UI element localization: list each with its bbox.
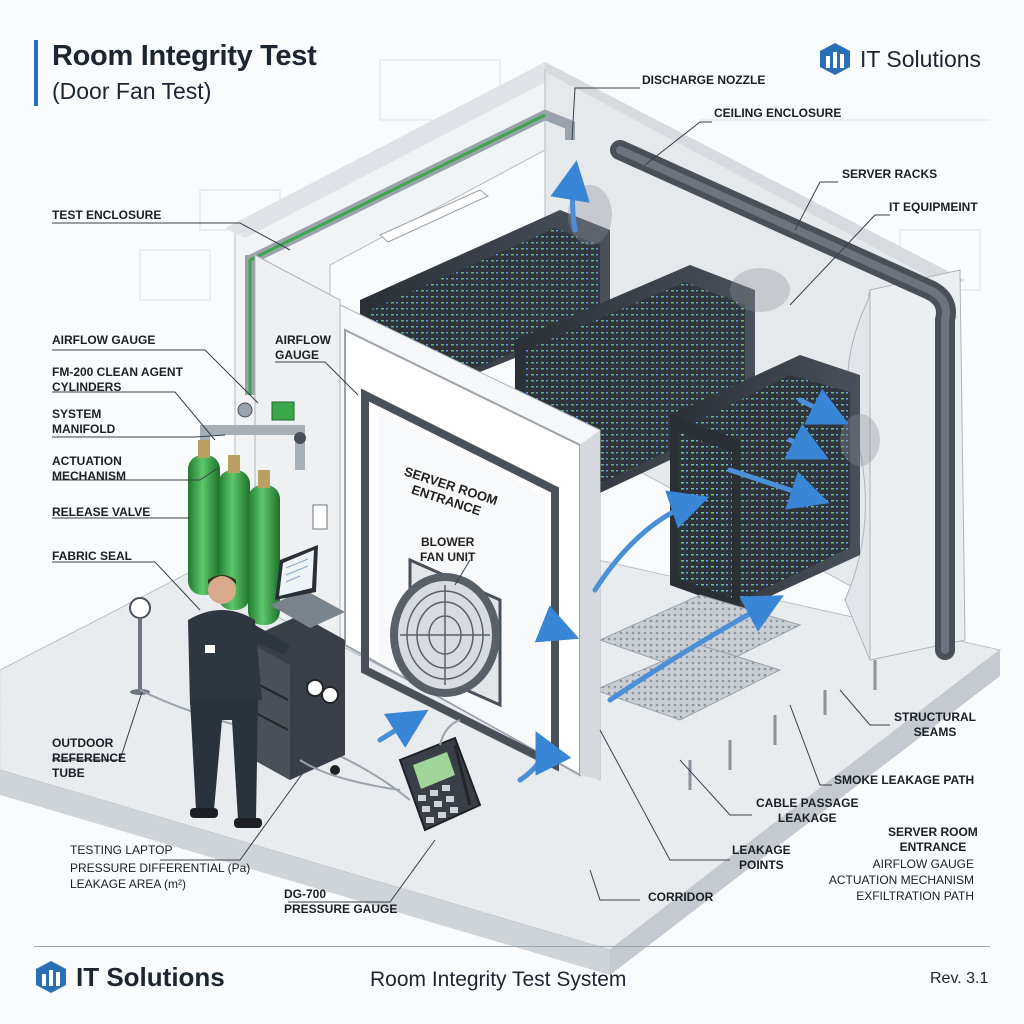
page-title: Room Integrity Test (52, 40, 317, 72)
label-it-equipment: IT EQUIPMEINT (889, 200, 978, 214)
label-testing-laptop: TESTING LAPTOP (70, 843, 173, 857)
legend-airflow-gauge: AIRFLOW GAUGE (872, 857, 974, 871)
label-cable-passage: CABLE PASSAGE LEAKAGE (756, 796, 859, 825)
label-system-manifold: SYSTEM MANIFOLD (52, 407, 116, 436)
label-fm200: FM-200 CLEAN AGENT CYLINDERS (52, 365, 183, 394)
technician-figure (188, 575, 290, 828)
footer-revision: Rev. 3.1 (930, 970, 989, 987)
laptop-icon (270, 545, 345, 628)
label-actuation-mechanism: ACTUATION MECHANISM (52, 454, 126, 483)
label-smoke-leakage: SMOKE LEAKAGE PATH (834, 773, 975, 787)
label-server-room-entrance: SERVER ROOM ENTRANCE (888, 825, 978, 854)
label-leakage-points: LEAKAGE POINTS (732, 843, 791, 872)
label-release-valve: RELEASE VALVE (52, 505, 151, 519)
label-structural-seams: STRUCTURAL SEAMS (894, 710, 976, 739)
label-airflow-gauge-center: AIRFLOW GAUGE (275, 333, 331, 362)
footer-brand-name: IT Solutions (76, 961, 225, 992)
label-corridor: CORRIDOR (648, 890, 714, 904)
label-pressure-differential: PRESSURE DIFFERENTIAL (Pa) (70, 861, 251, 875)
it-solutions-logo-icon (820, 43, 850, 75)
label-ceiling-enclosure: CEILING ENCLOSURE (714, 106, 842, 120)
footer-divider (34, 946, 990, 947)
brand-name: IT Solutions (860, 45, 982, 72)
title-accent-bar (34, 40, 38, 106)
label-leakage-area: LEAKAGE AREA (m²) (70, 877, 187, 891)
page-subtitle: (Door Fan Test) (52, 78, 212, 104)
label-test-enclosure: TEST ENCLOSURE (52, 208, 162, 222)
it-solutions-logo-icon (36, 961, 66, 993)
footer-system-name: Room Integrity Test System (370, 968, 627, 991)
blower-fan-icon (390, 557, 502, 708)
label-server-racks: SERVER RACKS (842, 167, 938, 181)
pressure-gauge-icon (299, 719, 482, 832)
label-fabric-seal: FABRIC SEAL (52, 549, 133, 563)
legend-exfiltration-path: EXFILTRATION PATH (856, 889, 974, 903)
brand-footer: IT Solutions (34, 960, 225, 994)
door-sign-fan: BLOWER FAN UNIT (420, 535, 476, 564)
label-airflow-gauge-left: AIRFLOW GAUGE (52, 333, 156, 347)
label-outdoor-reference-tube: OUTDOOR REFERENCE TUBE (52, 736, 127, 780)
legend-actuation-mechanism: ACTUATION MECHANISM (828, 873, 974, 887)
label-discharge-nozzle: DISCHARGE NOZZLE (642, 73, 766, 87)
label-dg700: DG-700 PRESSURE GAUGE (284, 887, 398, 916)
brand-header: IT Solutions (818, 42, 981, 76)
